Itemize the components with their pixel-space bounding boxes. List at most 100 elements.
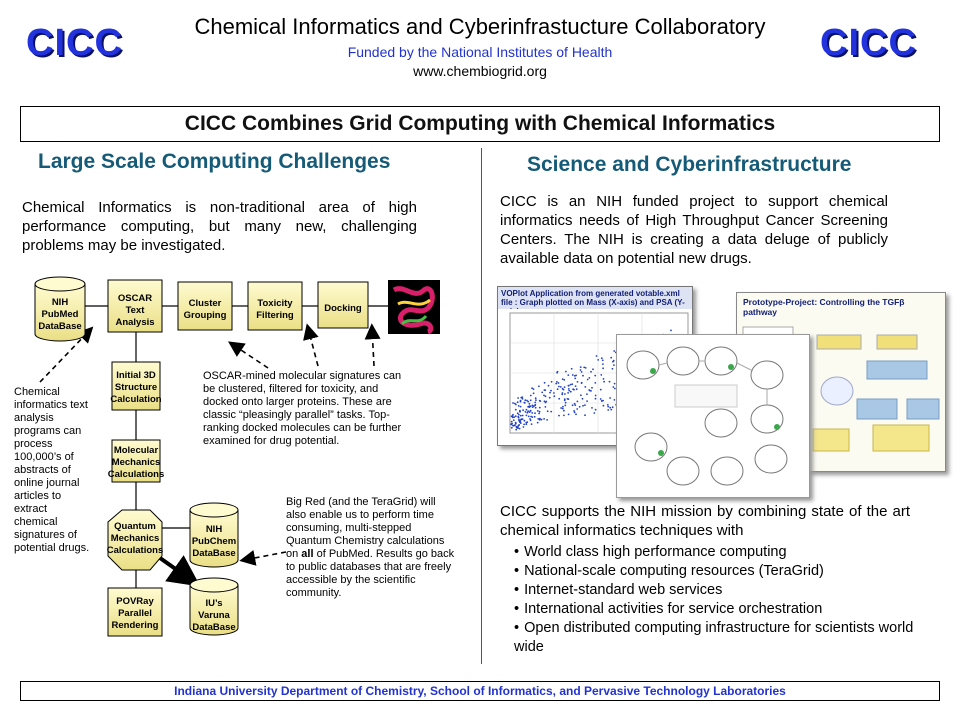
voplot-point [586, 400, 588, 402]
bigred-note: Big Red (and the TeraGrid) will also ena… [286, 496, 456, 600]
voplot-point [510, 423, 513, 426]
voplot-point [571, 374, 574, 376]
initial3d-label-3: Calculation [110, 394, 161, 405]
voplot-point [558, 397, 561, 400]
bigred-note-pre: Big Red (and the TeraGrid) will also ena… [286, 496, 445, 560]
voplot-point [514, 408, 517, 411]
voplot-point [525, 414, 528, 417]
cicc-logo-left: CICC [26, 22, 123, 64]
voplot-point [607, 405, 610, 408]
voplot-point [532, 388, 535, 390]
voplot-point [511, 416, 514, 419]
voplot-point [594, 382, 597, 384]
voplot-point [538, 399, 541, 402]
voplot-point [556, 388, 559, 391]
varuna-label-1: IU’s [205, 598, 222, 609]
capability-item: Internet-standard web services [514, 581, 924, 600]
voplot-point [550, 380, 553, 383]
voplot-point [519, 414, 522, 417]
voplot-point [529, 394, 532, 397]
cluster-label-1: Cluster [189, 298, 222, 309]
voplot-point [544, 401, 547, 404]
voplot-point [517, 416, 520, 419]
voplot-point [565, 370, 567, 373]
voplot-point [515, 403, 517, 406]
voplot-point [602, 367, 604, 370]
voplot-point [556, 381, 558, 383]
voplot-point [584, 367, 587, 369]
voplot-point [570, 367, 573, 370]
voplot-point [576, 400, 579, 403]
voplot-point [591, 386, 593, 389]
voplot-point [523, 419, 526, 422]
voplot-point [522, 426, 525, 428]
voplot-point [515, 428, 518, 431]
voplot-point [522, 409, 524, 412]
voplot-point [594, 408, 597, 411]
voplot-point [602, 378, 605, 380]
voplot-point [553, 392, 555, 394]
voplot-point [538, 406, 541, 409]
voplot-point [599, 398, 602, 400]
nih-pubchem-database-node: NIH PubChem DataBase [189, 502, 239, 568]
voplot-point [608, 380, 611, 383]
voplot-point [567, 374, 570, 376]
voplot-point [571, 383, 574, 386]
voplot-point [517, 413, 520, 416]
cluster-label-2: Grouping [184, 310, 227, 321]
voplot-point [569, 383, 572, 386]
voplot-point [613, 382, 616, 385]
voplot-point [586, 393, 588, 395]
voplot-point [611, 406, 614, 409]
voplot-point [523, 402, 526, 404]
voplot-point [512, 402, 514, 404]
voplot-point [538, 412, 540, 415]
toxicity-label-2: Filtering [256, 310, 294, 321]
voplot-point [528, 402, 531, 405]
pubchem-label-2: PubChem [192, 536, 236, 547]
voplot-point [518, 424, 521, 426]
voplot-point [602, 399, 604, 402]
voplot-point [553, 395, 556, 398]
oscar-note: OSCAR-mined molecular signatures can be … [203, 370, 402, 447]
voplot-point [578, 405, 581, 408]
voplot-point [613, 350, 616, 352]
voplot-point [603, 380, 605, 383]
funding-line: Funded by the National Institutes of Hea… [347, 44, 613, 60]
voplot-point [612, 360, 614, 363]
voplot-point [518, 410, 521, 413]
molecular-label-2: Mechanics [112, 457, 161, 468]
voplot-point [563, 409, 565, 412]
workflow-diagram [626, 346, 788, 486]
voplot-point [589, 389, 591, 392]
website-url[interactable]: www.chembiogrid.org [413, 63, 547, 79]
varuna-label-3: DataBase [192, 622, 235, 633]
voplot-point [612, 386, 615, 388]
voplot-point [544, 395, 547, 398]
voplot-point [582, 404, 584, 407]
voplot-point [572, 388, 574, 391]
voplot-point [521, 414, 524, 417]
voplot-point [520, 418, 522, 421]
voplot-point [539, 417, 541, 420]
voplot-point [567, 413, 570, 416]
oscar-label-3: Analysis [115, 317, 154, 328]
toxicity-filtering-node: Toxicity Filtering [247, 281, 303, 331]
docking-label: Docking [324, 303, 362, 314]
voplot-point [534, 412, 536, 415]
voplot-point [543, 400, 546, 403]
voplot-point [594, 397, 597, 400]
voplot-point [581, 397, 584, 400]
nih-pubmed-label-3: DataBase [38, 321, 81, 332]
voplot-point [584, 404, 586, 406]
voplot-point [583, 366, 586, 369]
voplot-point [529, 405, 532, 408]
voplot-point [534, 403, 537, 406]
side-note: Chemical informatics text analysis progr… [14, 386, 90, 554]
voplot-point [564, 393, 566, 395]
voplot-point [597, 359, 600, 361]
voplot-point [599, 388, 602, 391]
voplot-point [549, 391, 551, 394]
voplot-point [518, 420, 521, 423]
povray-rendering-node: POVRay Parallel Rendering [107, 587, 163, 637]
